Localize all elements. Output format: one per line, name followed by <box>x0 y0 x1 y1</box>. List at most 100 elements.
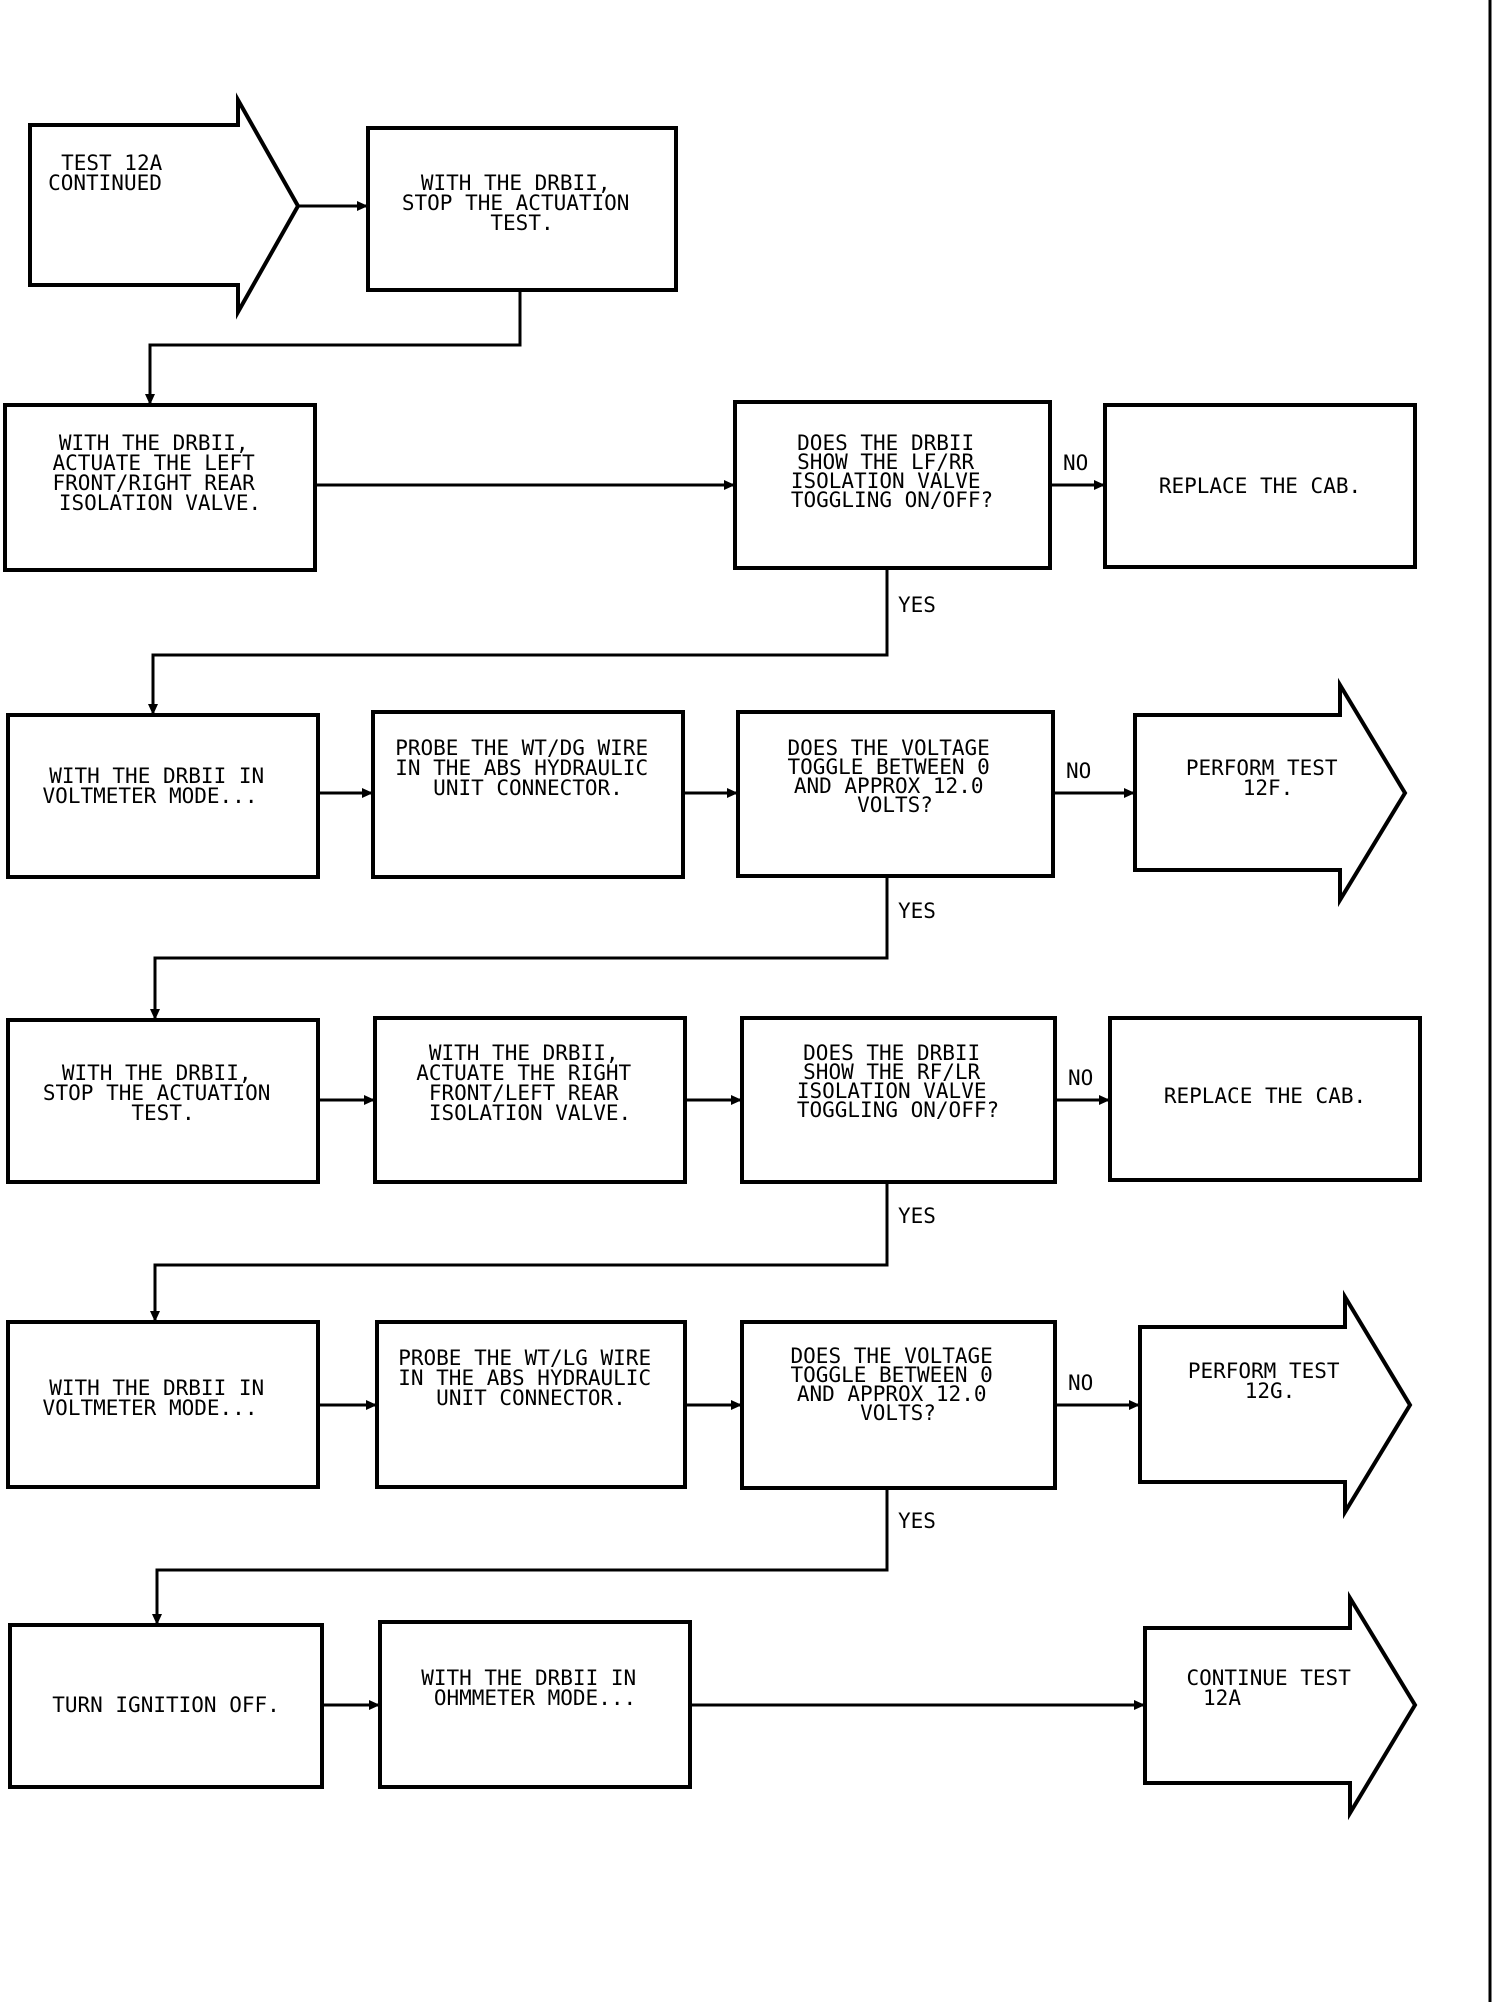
step-r5a-text: WITH THE DRBII IN VOLTMETER MODE... <box>43 1376 277 1420</box>
text-line: DOES THE DRBII <box>803 1041 980 1065</box>
text-line: DOES THE VOLTAGE <box>788 736 990 760</box>
text-line: UNIT CONNECTOR. <box>436 1386 626 1410</box>
arrowhead <box>152 1614 162 1625</box>
step-r5b-text: PROBE THE WT/LG WIRE IN THE ABS HYDRAULI… <box>398 1346 664 1410</box>
text-line: REPLACE THE CAB. <box>1164 1084 1366 1108</box>
no-label: NO <box>1063 451 1088 475</box>
text-line: AND APPROX 12.0 <box>794 774 984 798</box>
arrowheads <box>145 201 1145 1710</box>
step-box <box>1103 403 1417 569</box>
arrowhead <box>364 1095 375 1105</box>
arrowhead <box>1099 1095 1110 1105</box>
step-r6b-text: WITH THE DRBII IN OHMMETER MODE... <box>421 1666 649 1710</box>
text-line: UNIT CONNECTOR. <box>433 776 623 800</box>
step-box <box>3 403 317 572</box>
step-r3d-text: PERFORM TEST 12F. <box>1186 756 1350 800</box>
arrowhead <box>1094 480 1105 490</box>
text-line: PROBE THE WT/DG WIRE <box>395 736 648 760</box>
text-line: VOLTS? <box>860 1401 936 1425</box>
step-r4a-text: WITH THE DRBII, STOP THE ACTUATION TEST. <box>43 1061 283 1125</box>
test-12g-arrow-shape <box>1138 1289 1413 1520</box>
text-line: SHOW THE RF/LR <box>803 1060 980 1084</box>
text-line: ISOLATION VALVE. <box>429 1101 631 1125</box>
text-line: FRONT/RIGHT REAR <box>53 471 256 495</box>
text-line: TURN IGNITION OFF. <box>52 1693 280 1717</box>
arrowhead <box>1129 1400 1140 1410</box>
no-label: NO <box>1068 1371 1093 1395</box>
text-line: TEST. <box>490 211 553 235</box>
text-line: WITH THE DRBII, <box>62 1061 252 1085</box>
text-line: ACTUATE THE RIGHT <box>416 1061 631 1085</box>
step-r6a-text: TURN IGNITION OFF. <box>52 1693 280 1717</box>
step-box <box>371 710 685 879</box>
arrowhead <box>150 1009 160 1020</box>
connector-r4c-to-r5a <box>153 1182 889 1322</box>
step-r4b-text: WITH THE DRBII, ACTUATE THE RIGHT FRONT/… <box>416 1041 644 1125</box>
step-box <box>6 713 320 879</box>
decision-box <box>740 1320 1057 1490</box>
arrowhead <box>731 1400 742 1410</box>
step-r4d-text: REPLACE THE CAB. <box>1164 1084 1366 1108</box>
arrowhead <box>731 1095 742 1105</box>
yes-label: YES <box>898 899 936 923</box>
text-line: REPLACE THE CAB. <box>1159 474 1361 498</box>
arrowhead <box>150 1311 160 1322</box>
arrowhead <box>1124 788 1135 798</box>
yes-label: YES <box>898 1204 936 1228</box>
step-r2a-text: WITH THE DRBII, ACTUATE THE LEFT FRONT/R… <box>53 431 268 515</box>
continue-arrow-shape <box>1143 1590 1418 1821</box>
text-line: WITH THE DRBII IN <box>49 764 264 788</box>
text-line: VOLTMETER MODE... <box>43 784 258 808</box>
text-line: 12G. <box>1245 1379 1296 1403</box>
arrowhead <box>727 788 738 798</box>
test-12f-arrow-shape <box>1133 677 1408 908</box>
text-line: TOGGLE BETWEEN 0 <box>788 755 990 779</box>
step-r1b-text: WITH THE DRBII, STOP THE ACTUATION TEST. <box>402 171 642 235</box>
decision-box <box>740 1016 1057 1184</box>
text-line: IN THE ABS HYDRAULIC <box>398 1366 651 1390</box>
text-line: TOGGLING ON/OFF? <box>791 488 993 512</box>
decision-box <box>733 400 1052 570</box>
text-line: WITH THE DRBII IN <box>421 1666 636 1690</box>
step-box <box>378 1620 692 1789</box>
decision-r3c-text: DOES THE VOLTAGE TOGGLE BETWEEN 0 AND AP… <box>788 736 1003 817</box>
arrowhead <box>362 788 373 798</box>
text-line: TEST. <box>131 1101 194 1125</box>
text-line: ISOLATION VALVE <box>797 1079 987 1103</box>
connector-r1b-to-r2a <box>148 290 522 405</box>
text-line: OHMMETER MODE... <box>434 1686 636 1710</box>
text-line: 12F. <box>1243 776 1294 800</box>
step-box <box>6 1018 320 1184</box>
shapes <box>3 92 1422 1821</box>
text-line: 12A <box>1203 1686 1241 1710</box>
step-r3b-text: PROBE THE WT/DG WIRE IN THE ABS HYDRAULI… <box>395 736 661 800</box>
text-line: WITH THE DRBII IN <box>49 1376 264 1400</box>
text-line: SHOW THE LF/RR <box>797 450 974 474</box>
text-line: ISOLATION VALVE <box>791 469 981 493</box>
text-line: ISOLATION VALVE. <box>59 491 261 515</box>
text-line: STOP THE ACTUATION <box>402 191 630 215</box>
step-r6c-text: CONTINUE TEST 12A <box>1186 1666 1363 1710</box>
text-line: WITH THE DRBII, <box>429 1041 619 1065</box>
connector-r5c-to-r6a <box>155 1488 889 1625</box>
no-label: NO <box>1066 759 1091 783</box>
decision-r5c-text: DOES THE VOLTAGE TOGGLE BETWEEN 0 AND AP… <box>791 1344 1006 1425</box>
arrowhead <box>357 201 368 211</box>
arrowhead <box>724 480 735 490</box>
step-texts: TEST 12A CONTINUED WITH THE DRBII, STOP … <box>43 151 1367 1717</box>
branch-labels: NO NO NO NO YES YES YES YES <box>898 451 1093 1533</box>
arrowhead <box>366 1400 377 1410</box>
text-line: FRONT/LEFT REAR <box>429 1081 619 1105</box>
step-box <box>6 1320 320 1489</box>
text-line: TEST 12A <box>61 151 163 175</box>
text-line: WITH THE DRBII, <box>421 171 611 195</box>
step-box <box>1108 1016 1422 1182</box>
arrowhead <box>148 704 158 715</box>
text-line: PERFORM TEST <box>1188 1359 1340 1383</box>
text-line: PROBE THE WT/LG WIRE <box>398 1346 651 1370</box>
text-line: IN THE ABS HYDRAULIC <box>395 756 648 780</box>
step-r3a-text: WITH THE DRBII IN VOLTMETER MODE... <box>43 764 277 808</box>
step-box <box>8 1623 324 1789</box>
text-line: CONTINUE TEST <box>1186 1666 1351 1690</box>
